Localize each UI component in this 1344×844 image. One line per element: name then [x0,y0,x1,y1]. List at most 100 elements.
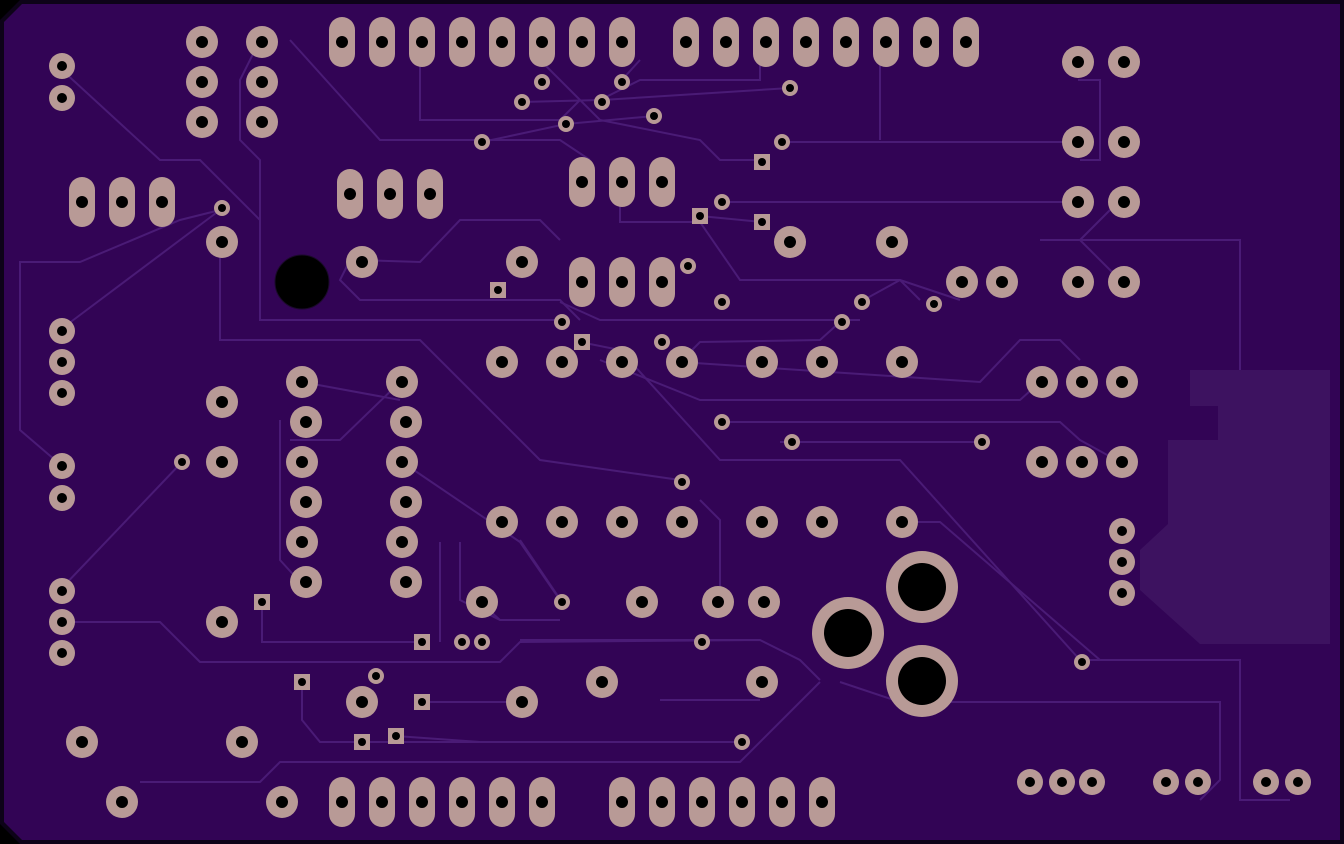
drill-hole [886,236,898,248]
via-drill [684,262,692,270]
drill-hole [776,796,788,808]
via-drill [718,198,726,206]
drill-hole [680,36,692,48]
drill-hole [57,617,67,627]
drill-hole [1057,777,1067,787]
drill-hole [116,196,128,208]
drill-hole [400,496,412,508]
drill-hole [57,61,67,71]
drill-hole [712,596,724,608]
pad-layer [49,17,1311,827]
drill-hole [616,516,628,528]
drill-hole [256,116,268,128]
drill-hole [396,376,408,388]
drill-hole [76,736,88,748]
drill-hole [336,36,348,48]
via-drill [738,738,746,746]
drill-hole [1118,196,1130,208]
drill-hole [344,188,356,200]
drill-hole [756,356,768,368]
drill-hole [57,93,67,103]
drill-hole [196,76,208,88]
drill-hole [898,657,946,705]
copper-pour [1140,370,1330,644]
drill-hole [1161,777,1171,787]
via-drill [562,120,570,128]
drill-hole [400,416,412,428]
drill-hole [276,796,288,808]
drill-hole [57,493,67,503]
drill-hole [1117,588,1127,598]
drill-hole [296,376,308,388]
via-drill [1078,658,1086,666]
drill-hole [256,36,268,48]
drill-hole [300,576,312,588]
drill-hole [596,676,608,688]
drill-hole [576,36,588,48]
drill-hole [516,256,528,268]
drill-hole [880,36,892,48]
drill-hole [1118,56,1130,68]
drill-hole [656,796,668,808]
drill-hole [696,212,704,220]
via-drill [858,298,866,306]
via-drill [718,418,726,426]
via-drill [558,598,566,606]
drill-hole [616,276,628,288]
drill-hole [300,416,312,428]
drill-hole [760,36,772,48]
drill-hole [1072,196,1084,208]
via-drill [538,78,546,86]
drill-hole [616,796,628,808]
drill-hole [476,596,488,608]
via-drill [478,638,486,646]
drill-hole [960,36,972,48]
drill-hole [840,36,852,48]
drill-hole [1261,777,1271,787]
via-drill [718,298,726,306]
via-drill [786,84,794,92]
trace-layer [19,39,1290,801]
drill-hole [578,338,586,346]
via-drill [178,458,186,466]
drill-hole [396,456,408,468]
drill-hole [57,461,67,471]
via-drill [218,204,226,212]
drill-hole [298,678,306,686]
via-drill [558,318,566,326]
drill-hole [758,218,766,226]
drill-hole [216,616,228,628]
drill-hole [816,356,828,368]
drill-hole [756,516,768,528]
drill-hole [896,516,908,528]
drill-hole [400,576,412,588]
drill-hole [57,357,67,367]
drill-hole [898,563,946,611]
drill-hole [656,176,668,188]
drill-hole [418,638,426,646]
drill-hole [336,796,348,808]
via-drill [650,112,658,120]
drill-hole [156,196,168,208]
drill-hole [1072,136,1084,148]
drill-hole [384,188,396,200]
drill-hole [676,516,688,528]
drill-hole [76,196,88,208]
mounting-hole [274,254,330,310]
drill-hole [196,36,208,48]
drill-hole [494,286,502,294]
drill-hole [536,36,548,48]
drill-hole [536,796,548,808]
drill-hole [216,396,228,408]
drill-hole [376,36,388,48]
drill-hole [920,36,932,48]
drill-hole [1118,136,1130,148]
drill-hole [496,796,508,808]
via-drill [838,318,846,326]
drill-hole [57,648,67,658]
drill-hole [720,36,732,48]
drill-hole [676,356,688,368]
drill-hole [1072,276,1084,288]
via-drill [618,78,626,86]
drill-hole [57,326,67,336]
